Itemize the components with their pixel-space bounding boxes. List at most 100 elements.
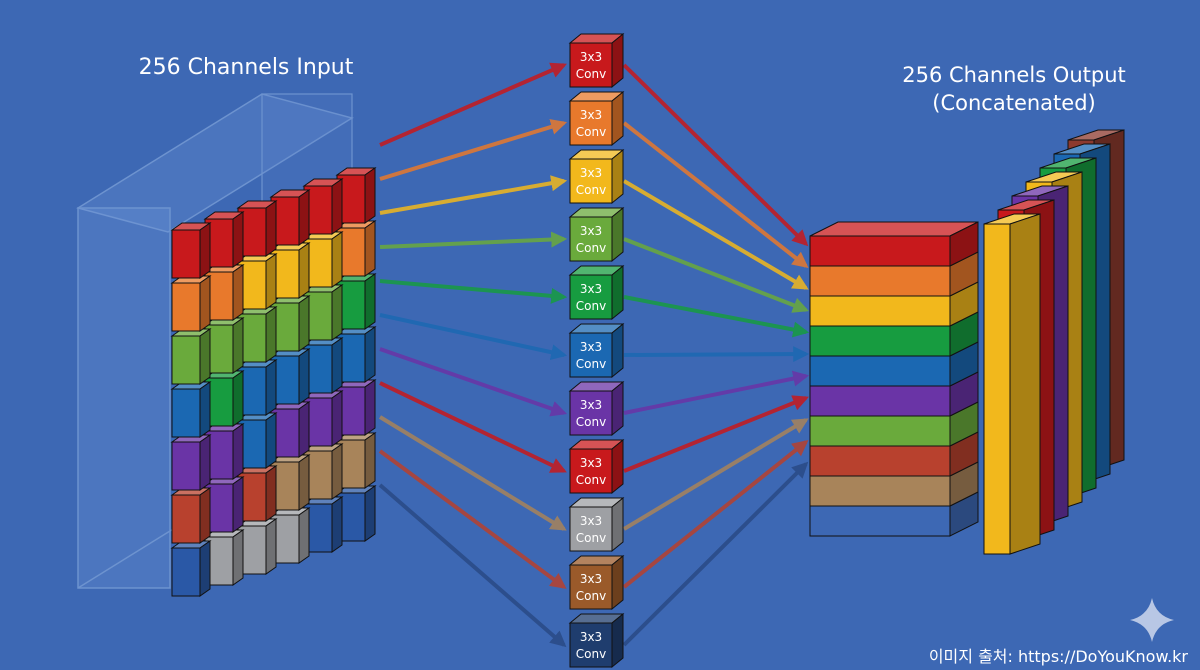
input-cell [269, 507, 311, 564]
input-arrow [379, 119, 568, 181]
input-cell [269, 454, 311, 511]
input-arrow [379, 62, 567, 147]
conv-label: Conv [576, 415, 606, 429]
arrows [378, 62, 810, 648]
input-cell [269, 401, 311, 458]
input-arrow [379, 231, 568, 249]
conv-blocks: 3x3Conv3x3Conv3x3Conv3x3Conv3x3Conv3x3Co… [568, 32, 625, 669]
output-back-layer [983, 213, 1041, 555]
input-cell [170, 328, 212, 385]
input-volume-front [77, 207, 171, 589]
output-title: 256 Channels Output [902, 63, 1126, 87]
conv-label: 3x3 [580, 514, 602, 528]
input-cell [302, 178, 344, 235]
conv-label: Conv [576, 183, 606, 197]
conv-label: 3x3 [580, 108, 602, 122]
input-cell [203, 370, 245, 427]
input-cell [203, 264, 245, 321]
input-cell [302, 284, 344, 341]
input-cell [269, 189, 311, 246]
output-arrow [622, 440, 809, 589]
input-cell [335, 273, 377, 330]
conv-label: Conv [576, 647, 606, 661]
conv-label: Conv [576, 125, 606, 139]
conv-label: 3x3 [580, 50, 602, 64]
output-subtitle: (Concatenated) [932, 91, 1095, 115]
output-arrow [622, 418, 809, 531]
output-arrow [623, 370, 810, 415]
input-arrow [379, 279, 568, 304]
input-tensor [76, 93, 377, 597]
input-cell [269, 348, 311, 405]
input-cell [302, 443, 344, 500]
input-cell [236, 412, 278, 469]
output-arrow [623, 346, 810, 363]
input-cell [236, 518, 278, 575]
input-arrow [379, 347, 568, 417]
input-cell [236, 359, 278, 416]
input-cell [236, 306, 278, 363]
input-arrow [379, 175, 568, 215]
input-cell [170, 222, 212, 279]
input-arrow [379, 381, 567, 473]
conv-label: 3x3 [580, 224, 602, 238]
input-arrow [378, 483, 567, 648]
conv-label: Conv [576, 531, 606, 545]
input-arrow [378, 449, 567, 589]
sparkle-icon [1130, 598, 1174, 642]
input-cell [335, 485, 377, 542]
input-cell [302, 337, 344, 394]
conv-label: 3x3 [580, 398, 602, 412]
output-arrow [623, 295, 810, 338]
input-cell [335, 326, 377, 383]
input-cell [335, 167, 377, 224]
output-arrow [623, 237, 809, 313]
output-arrow [622, 179, 809, 290]
output-arrow [622, 121, 809, 268]
input-cell [170, 487, 212, 544]
input-cell [203, 211, 245, 268]
conv-label: 3x3 [580, 340, 602, 354]
input-cell [302, 390, 344, 447]
conv-label: Conv [576, 241, 606, 255]
input-cell [236, 465, 278, 522]
output-arrow [623, 395, 809, 473]
input-cell [302, 496, 344, 553]
input-cell [170, 381, 212, 438]
output-tensor [809, 129, 1125, 555]
input-cell [335, 432, 377, 489]
input-cell [203, 423, 245, 480]
input-cell [170, 434, 212, 491]
image-credit: 이미지 출처: https://DoYouKnow.kr [929, 647, 1189, 666]
conv-label: 3x3 [580, 630, 602, 644]
input-cell [203, 317, 245, 374]
conv-label: Conv [576, 473, 606, 487]
input-arrow [378, 415, 567, 531]
conv-label: 3x3 [580, 282, 602, 296]
output-arrow [622, 461, 809, 647]
input-cell [236, 253, 278, 310]
input-cell [269, 295, 311, 352]
conv-label: Conv [576, 67, 606, 81]
conv-label: Conv [576, 299, 606, 313]
conv-label: Conv [576, 589, 606, 603]
conv-label: 3x3 [580, 166, 602, 180]
output-channel-slab [809, 221, 979, 267]
conv-label: Conv [576, 357, 606, 371]
input-title: 256 Channels Input [139, 55, 354, 80]
input-cell [335, 379, 377, 436]
input-cell [269, 242, 311, 299]
conv-label: 3x3 [580, 572, 602, 586]
conv-label: 3x3 [580, 456, 602, 470]
